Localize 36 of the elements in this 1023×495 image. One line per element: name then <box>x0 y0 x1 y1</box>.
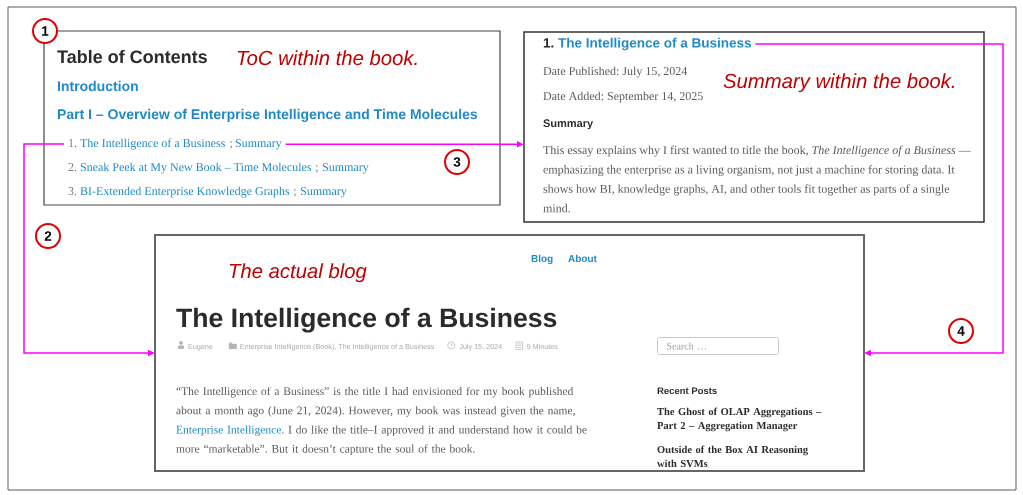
list-number: 3. <box>68 187 77 196</box>
page-title: The Intelligence of a Business <box>176 307 557 333</box>
paragraph: This essay explains why I first wanted to title the book, The Intelligence of a Business — emphasizing the enterprise as a living organism, not just a machine for storing data. It shows how BI, knowledge graphs, AI, and other tools fit together as parts of a single mind. <box>543 145 971 213</box>
connector-arrow <box>754 43 1004 357</box>
section-link: Introduction <box>57 80 138 92</box>
nav-link: About <box>568 254 597 263</box>
text-link: Enterprise Intelligence <box>176 425 281 436</box>
post-link: Outside of the Box AI Reasoning with SVMs <box>657 445 808 468</box>
annotation: Summary within the book. <box>723 73 954 93</box>
post-link: The Ghost of OLAP Aggregations – Part 2 – Aggregation Manager <box>657 407 822 432</box>
callout-number: 2 <box>35 223 61 249</box>
text-link: Summary <box>322 163 369 174</box>
search-field: Search … <box>657 337 779 355</box>
subheading: Summary <box>543 119 594 130</box>
sidebar-heading: Recent Posts <box>657 387 717 395</box>
semicolon: ; <box>315 165 318 173</box>
text-link: BI-Extended Enterprise Knowledge Graphs <box>80 186 290 198</box>
text-link: Summary <box>300 187 347 198</box>
annotation: ToC within the book. <box>237 50 417 66</box>
section-link: Part I – Overview of Enterprise Intelligence and Time Molecules <box>57 108 478 122</box>
paragraph: “The Intelligence of a Business” is the title I had envisioned for my book published about a month ago (June 21, 2024). However, my book was instead given the name, Enterprise Intelligence. I do like the title–I approved it and understand how it could be more “marketable”. But it doesn’t capture the soul of the book. <box>176 386 587 456</box>
text-link: Sneak Peek at My New Book – Time Molecules <box>80 162 312 174</box>
section-heading: 1. The Intelligence of a Business <box>543 37 751 51</box>
date-text: Date Added: September 14, 2025 <box>543 91 703 103</box>
annotation: The actual blog <box>229 263 367 283</box>
date-text: Date Published: July 15, 2024 <box>543 66 688 78</box>
list-item: 1. The Intelligence of a Business <box>69 138 225 150</box>
callout-number: 3 <box>444 149 470 175</box>
callout-number: 1 <box>32 18 58 44</box>
semicolon: ; <box>230 141 232 149</box>
callout-number: 4 <box>948 318 974 344</box>
semicolon: ; <box>293 189 296 197</box>
text-link: Summary <box>235 139 282 150</box>
nav-link: Blog <box>531 254 553 265</box>
list-number: 2. <box>68 163 77 172</box>
heading: Table of Contents <box>57 49 207 64</box>
